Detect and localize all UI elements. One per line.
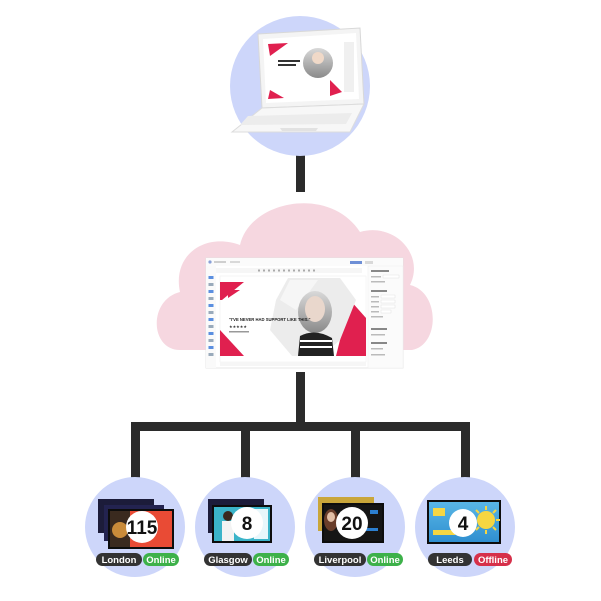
editor-window: "I'VE NEVER HAD SUPPORT LIKE THIS." ★★★★… (205, 257, 404, 369)
connector-drop-leeds (461, 422, 470, 482)
connector-drop-liverpool (351, 422, 360, 482)
status-badge (143, 553, 179, 566)
laptop-screen-content (268, 42, 354, 99)
connector-lines (131, 150, 470, 482)
laptop-node (230, 16, 370, 156)
editor-tool-rail (206, 266, 216, 368)
status-badge (253, 553, 289, 566)
status-text: Online (370, 555, 400, 566)
count-badge (126, 511, 158, 543)
status-badge (367, 553, 403, 566)
connector-drop-glasgow (241, 422, 250, 482)
location-name-pill (428, 553, 472, 566)
location-name-pill (204, 553, 252, 566)
location-name: Leeds (436, 555, 463, 566)
screen-count: 8 (242, 514, 253, 535)
editor-properties-panel (367, 265, 404, 369)
connector-horizontal-bus (131, 422, 470, 431)
location-name-pill (314, 553, 366, 566)
status-text: Online (256, 555, 286, 566)
count-badge (336, 507, 368, 539)
screen-count: 20 (341, 514, 362, 535)
status-text: Offline (478, 555, 508, 566)
canvas-quote-text: "I'VE NEVER HAD SUPPORT LIKE THIS." (229, 317, 311, 322)
connector-cloud-to-bus (296, 372, 305, 428)
editor-toolbar (212, 268, 362, 273)
canvas-accent-right (336, 300, 366, 356)
status-text: Online (146, 555, 176, 566)
location-name: Liverpool (319, 555, 362, 566)
location-name: London (102, 555, 137, 566)
location-node-glasgow: 8 Glasgow Online (195, 477, 295, 577)
location-node-london: 115 London Online (85, 477, 185, 577)
location-name: Glasgow (208, 555, 248, 566)
screen-count: 4 (458, 514, 469, 535)
single-screen-icon (427, 500, 501, 544)
count-badge (231, 507, 263, 539)
editor-top-bar (206, 258, 403, 266)
location-name-pill (96, 553, 142, 566)
status-badge (474, 553, 512, 566)
count-badge (449, 509, 477, 537)
canvas-logo-badge (352, 346, 360, 354)
screen-count: 115 (127, 518, 158, 539)
location-node-liverpool: 20 Liverpool Online (305, 477, 405, 577)
connector-drop-london (131, 422, 140, 482)
connector-laptop-to-cloud (296, 150, 305, 192)
canvas-accent-bottom-left (220, 330, 244, 356)
location-node-leeds: 4 Leeds Offline (415, 477, 515, 577)
editor-canvas: "I'VE NEVER HAD SUPPORT LIKE THIS." ★★★★… (219, 275, 367, 363)
canvas-rating-stars: ★★★★★ (229, 324, 247, 329)
